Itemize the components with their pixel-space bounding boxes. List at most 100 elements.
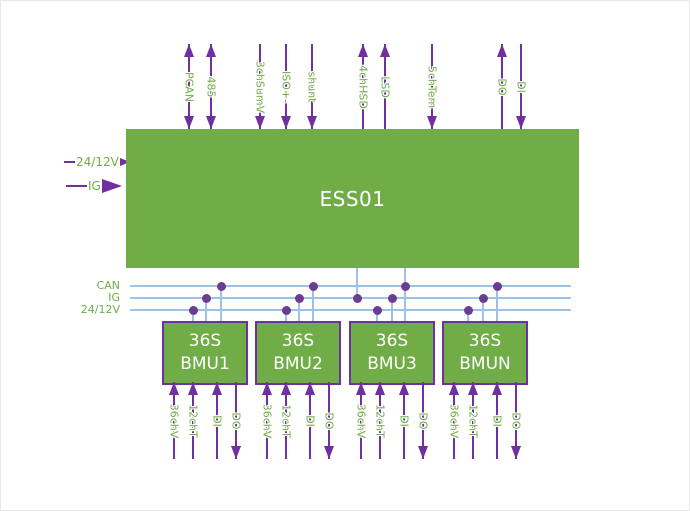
port-label: DO — [509, 411, 523, 430]
ess-stub-ig — [356, 268, 358, 299]
junction-dot — [295, 294, 304, 303]
port-label: 36chV — [354, 403, 368, 438]
arrow-up-icon — [206, 44, 216, 57]
bmu3-port-12cht: 12chT — [373, 382, 387, 459]
ess01-box: ESS01 — [126, 129, 579, 268]
junction-dot — [217, 282, 226, 291]
arrow-shaft — [188, 44, 190, 129]
bmu3-port-di: DI — [397, 382, 411, 459]
bmu2-box: 36S BMU2 — [255, 321, 341, 385]
junction-dot — [309, 282, 318, 291]
port-label: 485 — [204, 76, 218, 97]
input-24-12v: 24/12V — [64, 155, 130, 169]
bmun-stub-can — [496, 286, 498, 321]
port-label: DO — [495, 77, 509, 96]
bmu3-stub-ig — [391, 298, 393, 321]
port-label: 36chV — [260, 403, 274, 438]
line — [64, 161, 75, 163]
arrow-down-icon — [511, 446, 521, 459]
bus-label-ig: IG — [108, 291, 120, 304]
arrow-shaft — [173, 382, 175, 459]
arrow-up-icon — [497, 44, 507, 57]
arrow-up-icon — [358, 44, 368, 57]
port-label: DI — [303, 414, 317, 427]
port-label: DI — [490, 414, 504, 427]
top-port-di: DI — [514, 44, 528, 129]
top-port-shunt: shunt — [305, 44, 319, 129]
arrow-shaft — [515, 382, 517, 459]
bmun-port-di: DI — [490, 382, 504, 459]
bmu3-port-do: DO — [416, 382, 430, 459]
arrow-up-icon — [492, 382, 502, 395]
bmu1-port-di: DI — [210, 382, 224, 459]
top-port-5chtem: 5chTem — [425, 44, 439, 129]
arrow-down-icon — [255, 116, 265, 129]
arrow-up-icon — [212, 382, 222, 395]
top-port-485: 485 — [204, 44, 218, 129]
arrow-right-icon — [101, 179, 122, 193]
bmu2-port-di: DI — [303, 382, 317, 459]
arrow-shaft — [309, 382, 311, 459]
arrow-shaft — [379, 382, 381, 459]
ess01-label: ESS01 — [319, 186, 386, 211]
arrow-shaft — [496, 382, 498, 459]
arrow-down-icon — [516, 116, 526, 129]
junction-dot — [282, 306, 291, 315]
bmu2-stub-can — [312, 286, 314, 321]
bmun-port-12cht: 12chT — [466, 382, 480, 459]
port-label: 5chTem — [425, 65, 439, 108]
input-label: IG — [88, 179, 101, 193]
bmu2-line1: 36S — [281, 331, 315, 351]
bmu1-box: 36S BMU1 — [162, 321, 248, 385]
arrow-up-icon — [169, 382, 179, 395]
arrow-up-icon — [281, 382, 291, 395]
bmun-port-do: DO — [509, 382, 523, 459]
junction-dot — [388, 294, 397, 303]
bmun-line2: BMUN — [459, 354, 511, 374]
arrow-up-icon — [380, 44, 390, 57]
input-label: 24/12V — [76, 155, 119, 169]
arrow-shaft — [285, 382, 287, 459]
arrow-down-icon — [427, 116, 437, 129]
port-label: 12chT — [186, 403, 200, 438]
arrow-shaft — [259, 44, 261, 129]
arrow-up-icon — [468, 382, 478, 395]
junction-dot — [353, 294, 362, 303]
arrow-down-icon — [231, 446, 241, 459]
arrow-down-icon — [184, 116, 194, 129]
arrow-up-icon — [188, 382, 198, 395]
bmu3-port-36chv: 36chV — [354, 382, 368, 459]
arrow-shaft — [311, 44, 313, 129]
arrow-down-icon — [418, 446, 428, 459]
port-label: PCAN — [182, 71, 196, 102]
input-ig: IG — [66, 179, 122, 193]
arrow-shaft — [453, 382, 455, 459]
bmu2-line2: BMU2 — [273, 354, 323, 374]
arrow-shaft — [472, 382, 474, 459]
top-port-do: DO — [495, 44, 509, 129]
port-label: 3chSumV — [253, 60, 267, 113]
arrow-shaft — [216, 382, 218, 459]
arrow-shaft — [362, 44, 364, 129]
port-label: 4chHSD — [356, 64, 370, 109]
bmu1-port-do: DO — [229, 382, 243, 459]
bmu1-port-12cht: 12chT — [186, 382, 200, 459]
port-label: DI — [514, 80, 528, 93]
top-port-pcan: PCAN — [182, 44, 196, 129]
port-label: shunt — [305, 71, 319, 102]
bus-line-can — [130, 285, 571, 287]
arrow-down-icon — [324, 446, 334, 459]
arrow-shaft — [384, 44, 386, 129]
port-label: 36chV — [167, 403, 181, 438]
port-label: DO — [229, 411, 243, 430]
arrow-right-icon — [119, 158, 130, 166]
port-label: 12chT — [466, 403, 480, 438]
top-port-3chsumv: 3chSumV — [253, 44, 267, 129]
arrow-up-icon — [262, 382, 272, 395]
port-label: 36chV — [447, 403, 461, 438]
arrow-down-icon — [307, 116, 317, 129]
arrow-down-icon — [206, 116, 216, 129]
arrow-shaft — [285, 44, 287, 129]
arrow-up-icon — [375, 382, 385, 395]
